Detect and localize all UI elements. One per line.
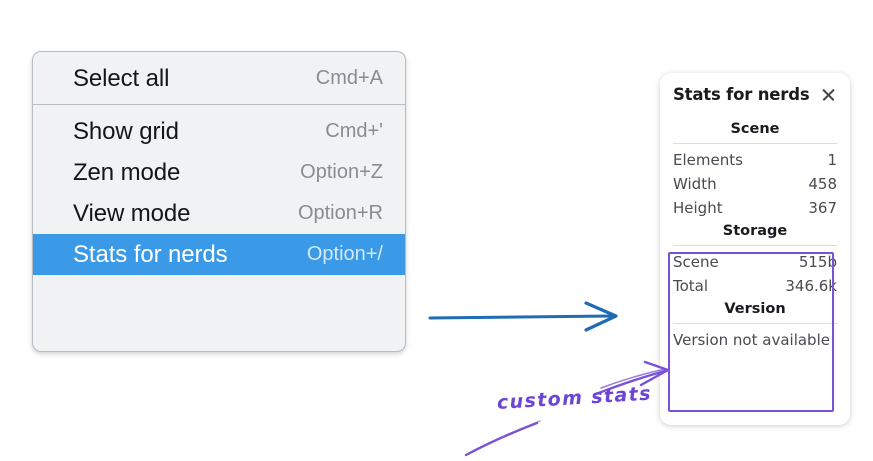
menu-item-shortcut: Cmd+' bbox=[325, 120, 383, 142]
stat-row-elements: Elements 1 bbox=[673, 148, 837, 172]
stat-key: Height bbox=[673, 199, 723, 217]
section-title-version: Version bbox=[724, 301, 786, 317]
stat-value: 346.6k bbox=[785, 277, 837, 295]
stat-key: Total bbox=[673, 277, 709, 295]
stat-value: 1 bbox=[827, 151, 837, 169]
stats-panel-title: Stats for nerds bbox=[673, 85, 810, 104]
menu-item-label: View mode bbox=[73, 199, 191, 227]
menu-group-1: Select all Cmd+A bbox=[33, 52, 405, 104]
menu-item-shortcut: Option+Z bbox=[300, 161, 383, 183]
stat-key: Scene bbox=[673, 253, 719, 271]
menu-item-stats-for-nerds[interactable]: Stats for nerds Option+/ bbox=[33, 234, 405, 275]
stat-value: 515b bbox=[798, 253, 837, 271]
stat-row-height: Height 367 bbox=[673, 196, 837, 220]
stat-row-storage-scene: Scene 515b bbox=[673, 250, 837, 274]
section-divider bbox=[673, 245, 837, 246]
menu-item-shortcut: Option+R bbox=[297, 202, 383, 224]
stats-for-nerds-panel: Stats for nerds Scene Elements 1 Width 4… bbox=[660, 73, 850, 425]
menu-item-shortcut: Cmd+A bbox=[315, 67, 383, 89]
annotation-label-custom-stats: custom stats bbox=[496, 382, 653, 414]
menu-item-shortcut: Option+/ bbox=[306, 243, 383, 265]
section-title-storage: Storage bbox=[722, 223, 788, 239]
stat-key: Elements bbox=[673, 151, 743, 169]
menu-item-show-grid[interactable]: Show grid Cmd+' bbox=[33, 111, 405, 152]
stats-section-version: Version Version not available bbox=[673, 298, 837, 352]
purple-arrow-lower bbox=[464, 420, 541, 457]
stats-panel-header: Stats for nerds bbox=[673, 85, 837, 104]
menu-item-zen-mode[interactable]: Zen mode Option+Z bbox=[33, 152, 405, 193]
menu-item-view-mode[interactable]: View mode Option+R bbox=[33, 193, 405, 234]
context-menu[interactable]: Select all Cmd+A Show grid Cmd+' Zen mod… bbox=[32, 51, 406, 352]
menu-item-label: Select all bbox=[73, 64, 170, 92]
menu-item-label: Stats for nerds bbox=[73, 240, 228, 268]
menu-separator bbox=[33, 104, 405, 105]
stat-value: 458 bbox=[808, 175, 837, 193]
close-icon[interactable] bbox=[820, 86, 837, 103]
menu-item-select-all[interactable]: Select all Cmd+A bbox=[33, 58, 405, 99]
blue-arrow bbox=[428, 301, 618, 332]
menu-group-2: Show grid Cmd+' Zen mode Option+Z View m… bbox=[33, 105, 405, 281]
stat-row-width: Width 458 bbox=[673, 172, 837, 196]
stat-value: 367 bbox=[808, 199, 837, 217]
stat-row-storage-total: Total 346.6k bbox=[673, 274, 837, 298]
menu-item-label: Zen mode bbox=[73, 158, 181, 186]
section-divider bbox=[673, 143, 837, 144]
version-text: Version not available bbox=[673, 331, 830, 349]
menu-item-label: Show grid bbox=[73, 117, 179, 145]
stats-section-storage: Storage Scene 515b Total 346.6k bbox=[673, 220, 837, 298]
stat-key: Width bbox=[673, 175, 717, 193]
stats-section-scene: Scene Elements 1 Width 458 Height 367 bbox=[673, 118, 837, 220]
section-divider bbox=[673, 323, 837, 324]
section-title-scene: Scene bbox=[730, 121, 780, 137]
